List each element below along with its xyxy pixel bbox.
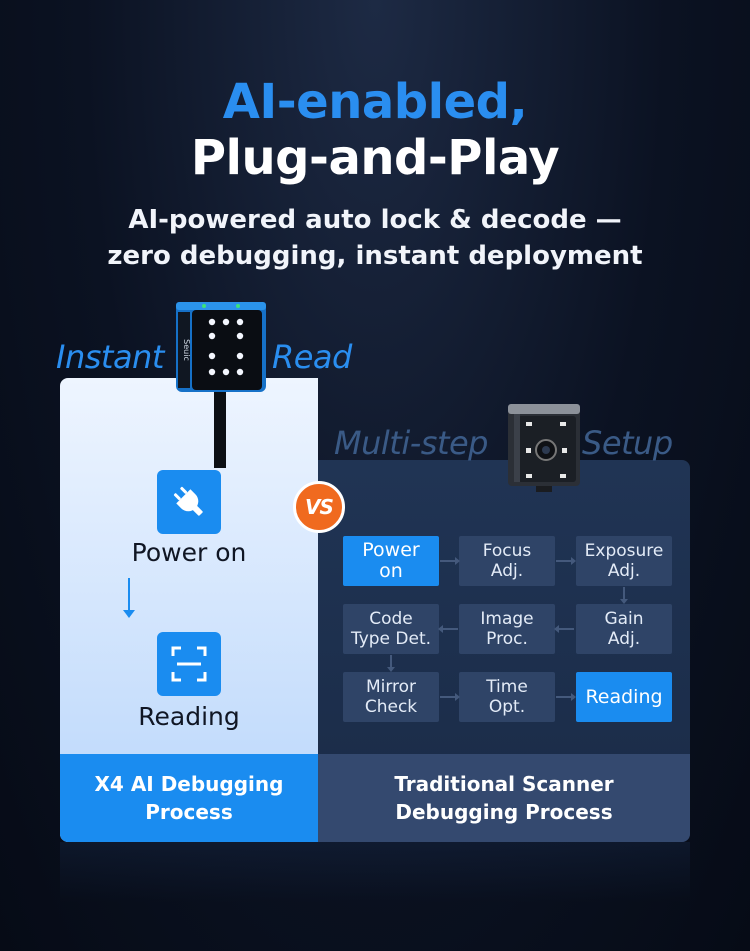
x4-scanner-image: Seuic (176, 302, 266, 392)
traditional-footer-line-1: Traditional Scanner (394, 772, 614, 796)
title-line-2: Plug-and-Play (190, 130, 560, 186)
step-box-reading: Reading (576, 672, 672, 722)
arrow-down-icon (123, 578, 135, 618)
step-box-mirror-check: Mirror Check (343, 672, 439, 722)
scan-frame-icon (157, 632, 221, 696)
step-box-focus: Focus Adj. (459, 536, 555, 586)
step-reading: Reading (138, 702, 240, 731)
title-line-1: AI-enabled, (222, 74, 528, 130)
arrow-right-icon (556, 693, 576, 701)
floor-reflection (60, 842, 690, 902)
scanner-cable (214, 388, 226, 468)
arrow-right-icon (556, 557, 576, 565)
traditional-scanner-image (508, 404, 580, 492)
arrow-down-icon (620, 587, 628, 604)
step-power-on: Power on (131, 538, 247, 567)
step-box-time-opt: Time Opt. (459, 672, 555, 722)
setup-label: Setup (582, 424, 673, 462)
multi-step-label: Multi-step (334, 424, 488, 462)
x4-process-footer: X4 AI Debugging Process (60, 754, 318, 842)
x4-footer-line-2: Process (145, 800, 233, 824)
x4-footer-line-1: X4 AI Debugging (94, 772, 284, 796)
instant-label: Instant (56, 338, 164, 376)
arrow-left-icon (438, 625, 458, 633)
arrow-left-icon (554, 625, 574, 633)
subtitle-line-1: AI-powered auto lock & decode — (128, 205, 622, 235)
read-label: Read (272, 338, 352, 376)
vs-badge: VS (293, 481, 345, 533)
step-box-gain: Gain Adj. (576, 604, 672, 654)
subtitle: AI-powered auto lock & decode — zero deb… (0, 202, 750, 274)
step-box-code-type: Code Type Det. (343, 604, 439, 654)
step-box-exposure: Exposure Adj. (576, 536, 672, 586)
arrow-down-icon (387, 655, 395, 672)
step-box-image-proc: Image Proc. (459, 604, 555, 654)
x4-process-card: Power on Reading X4 AI Debugging Process (60, 378, 318, 842)
subtitle-line-2: zero debugging, instant deployment (107, 241, 643, 271)
plug-icon (157, 470, 221, 534)
arrow-right-icon (440, 693, 460, 701)
step-box-power-on: Power on (343, 536, 439, 586)
traditional-footer-line-2: Debugging Process (395, 800, 613, 824)
arrow-right-icon (440, 557, 460, 565)
svg-text:Seuic: Seuic (182, 339, 191, 361)
traditional-process-footer: Traditional Scanner Debugging Process (318, 754, 690, 842)
